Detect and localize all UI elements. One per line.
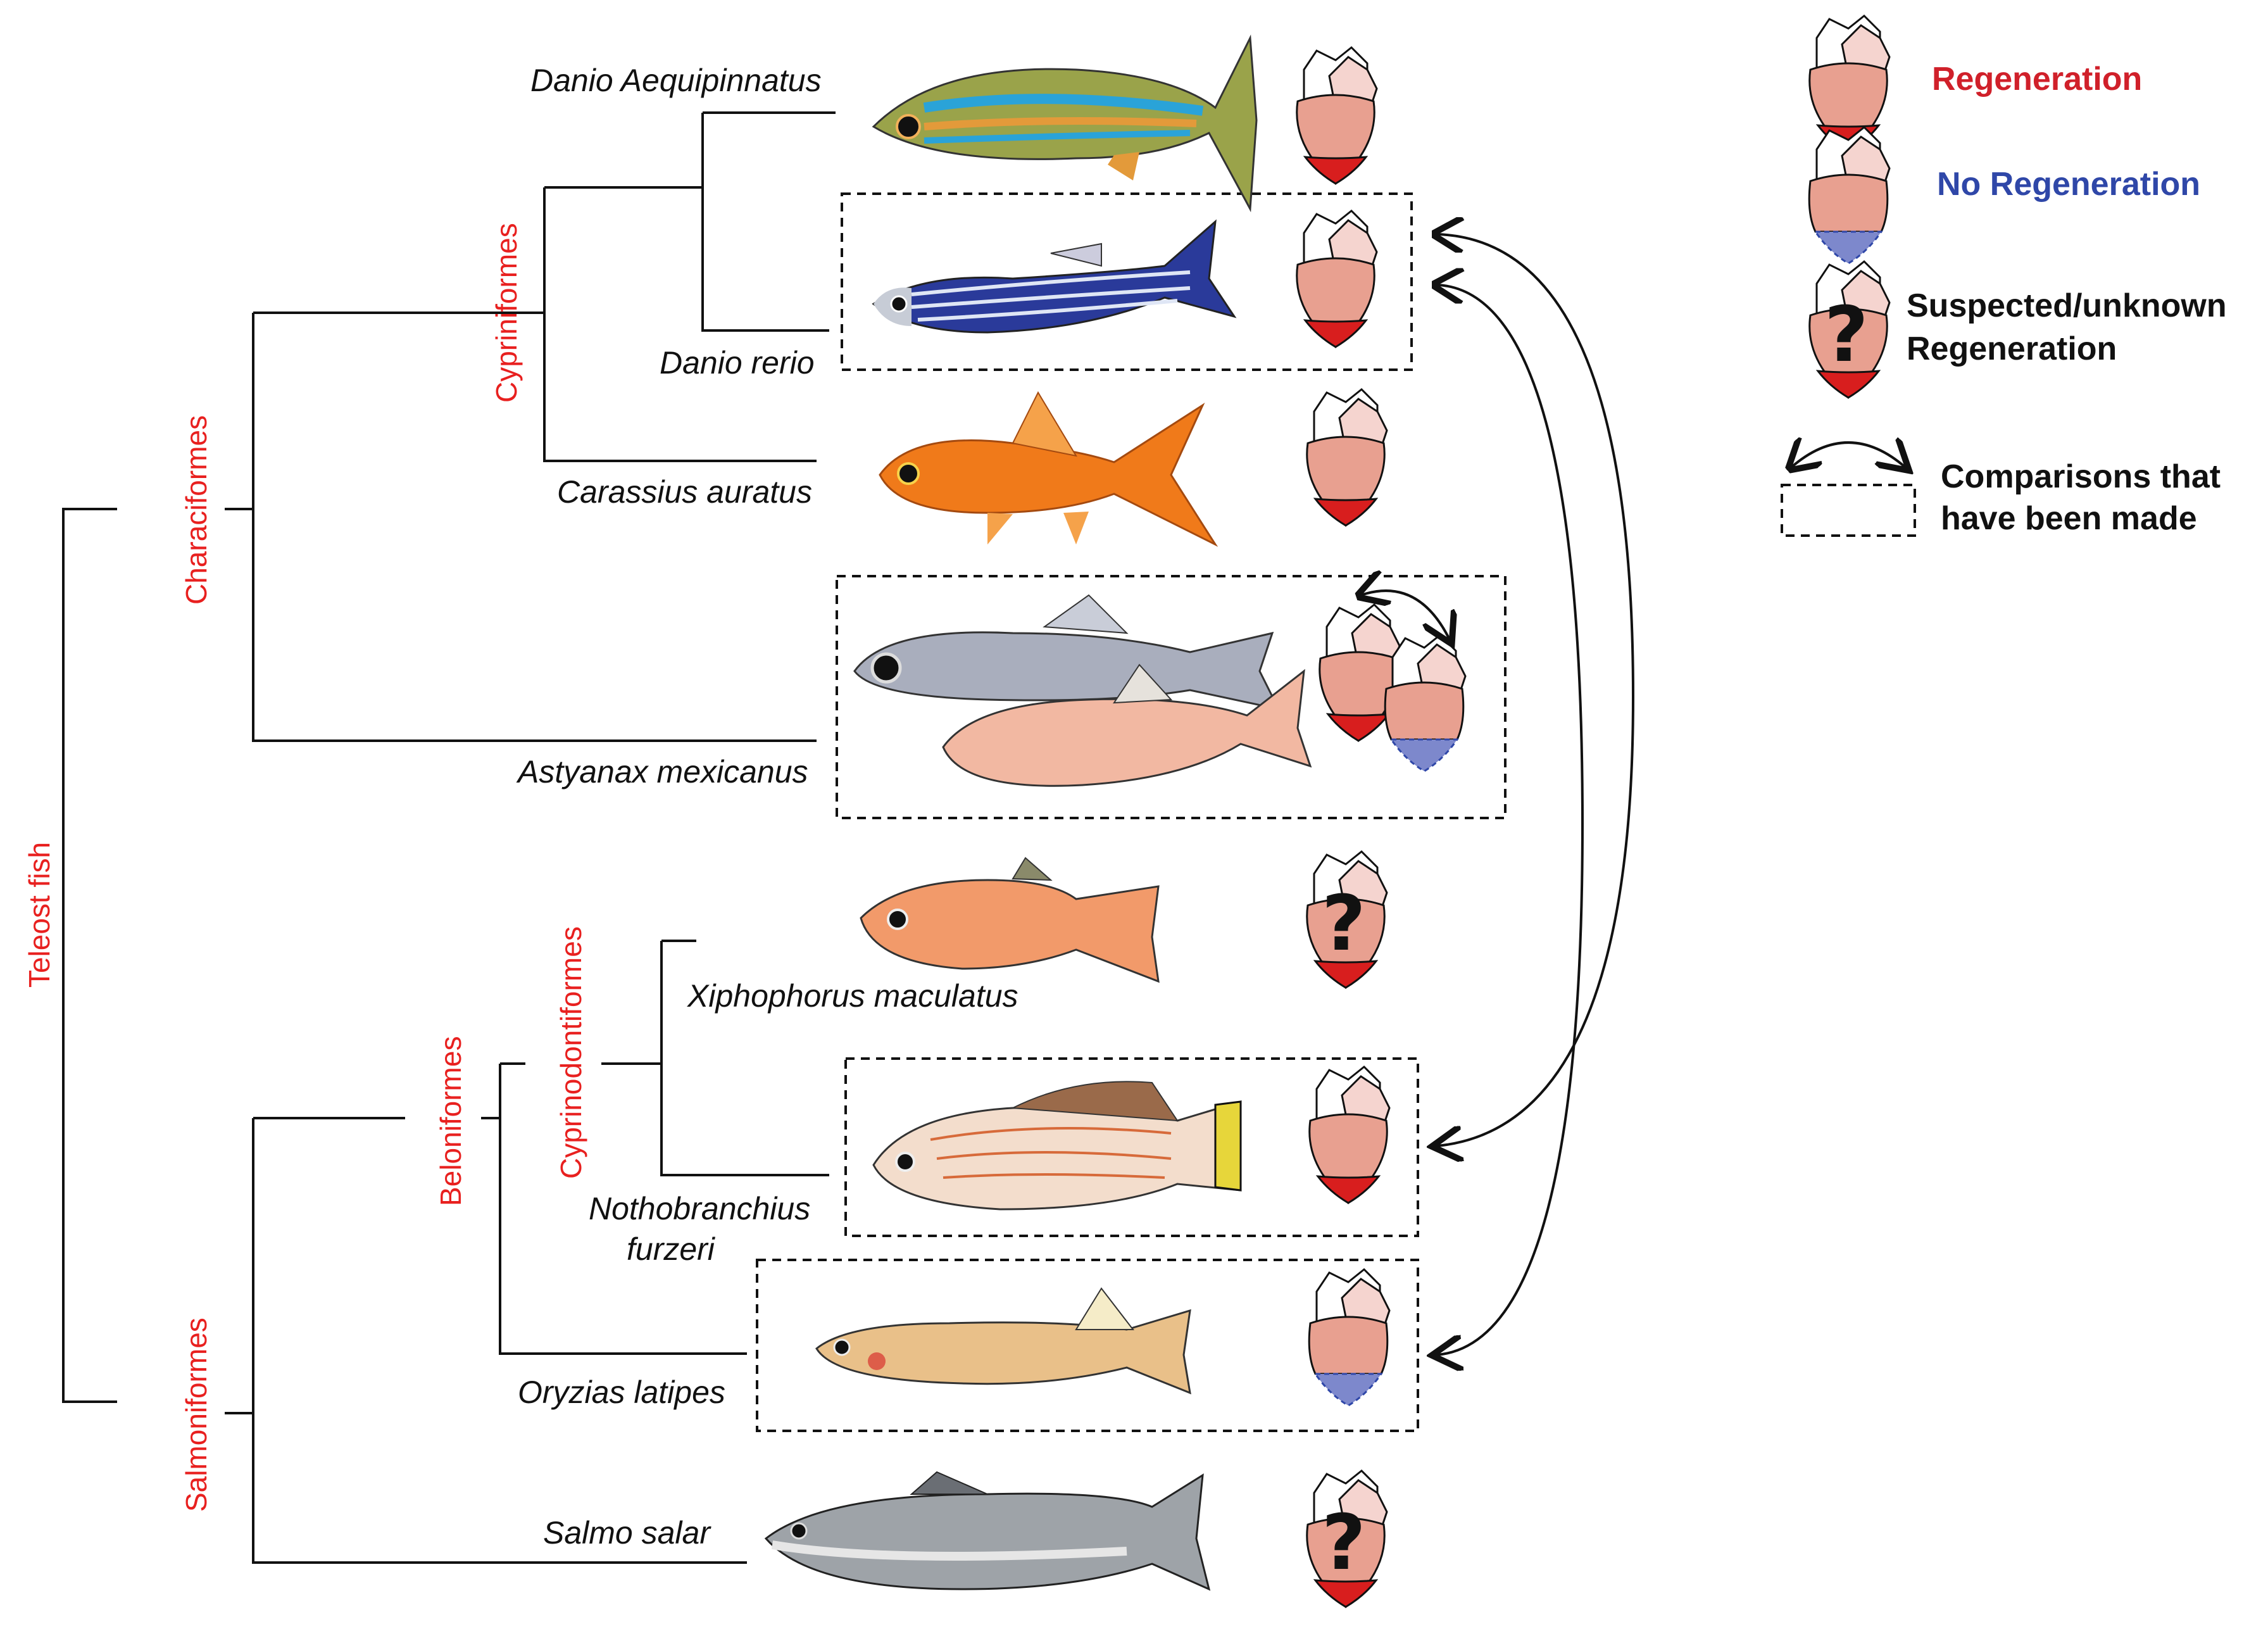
legend-dashed-box-icon xyxy=(1781,484,1916,537)
legend-label-suspected: Suspected/unknown xyxy=(1907,287,2227,324)
heart-no-regeneration-icon xyxy=(1384,634,1467,772)
clade-label-teleost: Teleost fish xyxy=(23,842,56,988)
species-label: Salmo salar xyxy=(543,1515,711,1551)
heart-regeneration-icon xyxy=(1306,388,1388,527)
clade-label-beloniformes: Beloniformes xyxy=(434,1036,467,1206)
species-label: Danio Aequipinnatus xyxy=(530,63,822,98)
question-mark: ? xyxy=(1322,1499,1366,1587)
clade-label-cyprinodontiformes: Cyprinodontiformes xyxy=(554,926,587,1179)
fish-astyanax-cave-illustration xyxy=(942,664,1312,787)
legend-no-regeneration-icon xyxy=(1808,126,1891,265)
heart-regeneration-icon xyxy=(1308,1066,1391,1204)
comparison-arrows xyxy=(1437,234,1635,1355)
legend-double-arrow-icon xyxy=(1791,443,1905,467)
legend-unknown-icon: ? xyxy=(1810,261,1889,398)
legend-label-comparisons: Comparisons that xyxy=(1941,458,2221,495)
clade-label-characiformes: Characiformes xyxy=(180,415,213,605)
legend-regeneration-icon xyxy=(1808,15,1891,153)
heart-regeneration-icon xyxy=(1296,210,1378,348)
heart-no-regeneration-icon xyxy=(1308,1268,1391,1407)
clade-label-salmoniformes: Salmoniformes xyxy=(180,1318,213,1512)
legend: Regeneration No Regeneration ? Suspected… xyxy=(1781,15,2227,537)
species-label: Danio rerio xyxy=(660,345,815,381)
legend-label-regeneration: Regeneration xyxy=(1932,61,2142,98)
clade-label-cypriniformes: Cypriniformes xyxy=(490,223,523,403)
question-mark: ? xyxy=(1322,880,1366,968)
fish-salmo-salar-illustration xyxy=(764,1471,1211,1591)
species-label: Nothobranchius xyxy=(589,1191,810,1226)
fish-oryzias-illustration xyxy=(815,1287,1191,1395)
fish-astyanax-surface-illustration xyxy=(853,594,1281,711)
heart-regeneration-icon xyxy=(1296,46,1378,185)
heart-unknown-icon: ? xyxy=(1307,1471,1387,1607)
heart-unknown-icon: ? xyxy=(1307,852,1387,988)
fish-carassius-auratus-illustration xyxy=(879,391,1219,547)
species-label: Astyanax mexicanus xyxy=(516,754,808,790)
comparison-box-danio-rerio xyxy=(841,192,1413,371)
species-label: Oryzias latipes xyxy=(518,1375,725,1410)
fish-danio-aequipinnatus-illustration xyxy=(872,34,1258,213)
comparison-box-nothobranchius xyxy=(844,1057,1419,1237)
legend-label-no-regeneration: No Regeneration xyxy=(1937,166,2200,203)
legend-label-comparisons-2: have been made xyxy=(1941,500,2197,537)
question-mark: ? xyxy=(1824,291,1869,379)
comparison-box-oryzias xyxy=(756,1259,1419,1432)
comparison-box-astyanax xyxy=(836,575,1507,819)
species-label: furzeri xyxy=(627,1231,716,1267)
species-label: Carassius auratus xyxy=(557,474,812,510)
fish-danio-rerio-illustration xyxy=(872,219,1237,334)
legend-label-suspected-2: Regeneration xyxy=(1907,330,2117,367)
fish-xiphophorus-illustration xyxy=(860,857,1160,983)
fish-nothobranchius-illustration xyxy=(872,1081,1242,1211)
tree-branches xyxy=(62,111,836,1564)
species-label: Xiphophorus maculatus xyxy=(687,978,1018,1014)
